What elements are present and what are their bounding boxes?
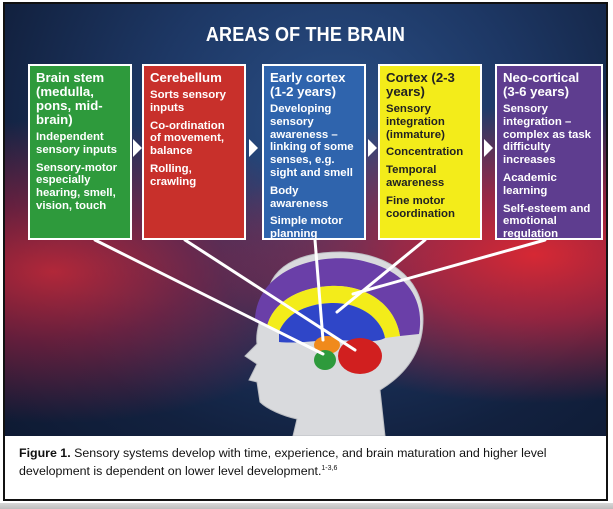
arrow-right-icon [484,139,493,157]
brain-blue-layer [279,302,385,343]
box-early-cortex: Early cortex (1-2 years) Developing sens… [262,64,366,240]
box-heading: Neo-cortical (3-6 years) [503,70,580,99]
box-item: Sensory integration (immature) [386,103,445,141]
box-item: Self-esteem and emotional regulation [503,202,591,241]
box-brain-stem: Brain stem (medulla, pons, mid-brain) In… [28,64,132,240]
box-neo-cortical: Neo-cortical (3-6 years) Sensory integra… [495,64,603,240]
connector-cortex [335,238,427,314]
box-heading: Brain stem (medulla, pons, mid-brain) [36,70,105,127]
box-item: Rolling, crawling [150,162,197,188]
box-item: Sorts sensory inputs [150,89,226,114]
box-cerebellum: Cerebellum Sorts sensory inputs Co-ordin… [142,64,246,240]
box-item: Fine motor coordination [386,194,455,220]
arrow-right-icon [133,139,142,157]
page-bottom-strip [0,503,613,509]
caption-text: Sensory systems develop with time, exper… [19,446,547,479]
box-item: Temporal awareness [386,164,445,189]
box-item: Developing sensory awareness – linking o… [270,103,354,179]
connector-lines [93,238,547,356]
box-item: Simple motor planning [270,215,343,241]
box-item: Sensory integration – complex as task di… [503,103,592,167]
box-item: Co-ordination of movement, balance [150,119,225,158]
diagram-panel: AREAS OF THE BRAIN Brain stem (medulla, … [5,4,606,436]
brain-yellow-layer [267,285,400,338]
box-item: Independent sensory inputs [36,131,118,156]
box-heading: Early cortex (1-2 years) [270,70,346,99]
connector-cerebellum [183,238,357,352]
caption-label: Figure 1. [19,446,71,460]
box-heading: Cerebellum [150,70,222,85]
connector-early-cortex [313,238,325,342]
box-heading: Cortex (2-3 years) [386,70,455,99]
brain-stem-green [314,350,336,370]
figure-frame: AREAS OF THE BRAIN Brain stem (medulla, … [3,2,608,501]
box-item: Sensory-motor especially hearing, smell,… [36,161,118,212]
connector-neo-cortical [351,238,547,296]
box-item: Concentration [386,146,464,159]
brain-illustration [93,238,547,436]
box-item: Academic learning [503,171,557,197]
caption-refs: 1-3,6 [321,465,338,472]
brain-orange-core [314,336,340,354]
box-cortex: Cortex (2-3 years) Sensory integration (… [378,64,482,240]
diagram-title: AREAS OF THE BRAIN [205,24,406,46]
figure-caption: Figure 1. Sensory systems develop with t… [19,446,597,479]
connector-brainstem [93,238,325,356]
arrow-right-icon [249,139,258,157]
box-item: Body awareness [270,184,329,210]
arrow-right-icon [368,139,377,157]
